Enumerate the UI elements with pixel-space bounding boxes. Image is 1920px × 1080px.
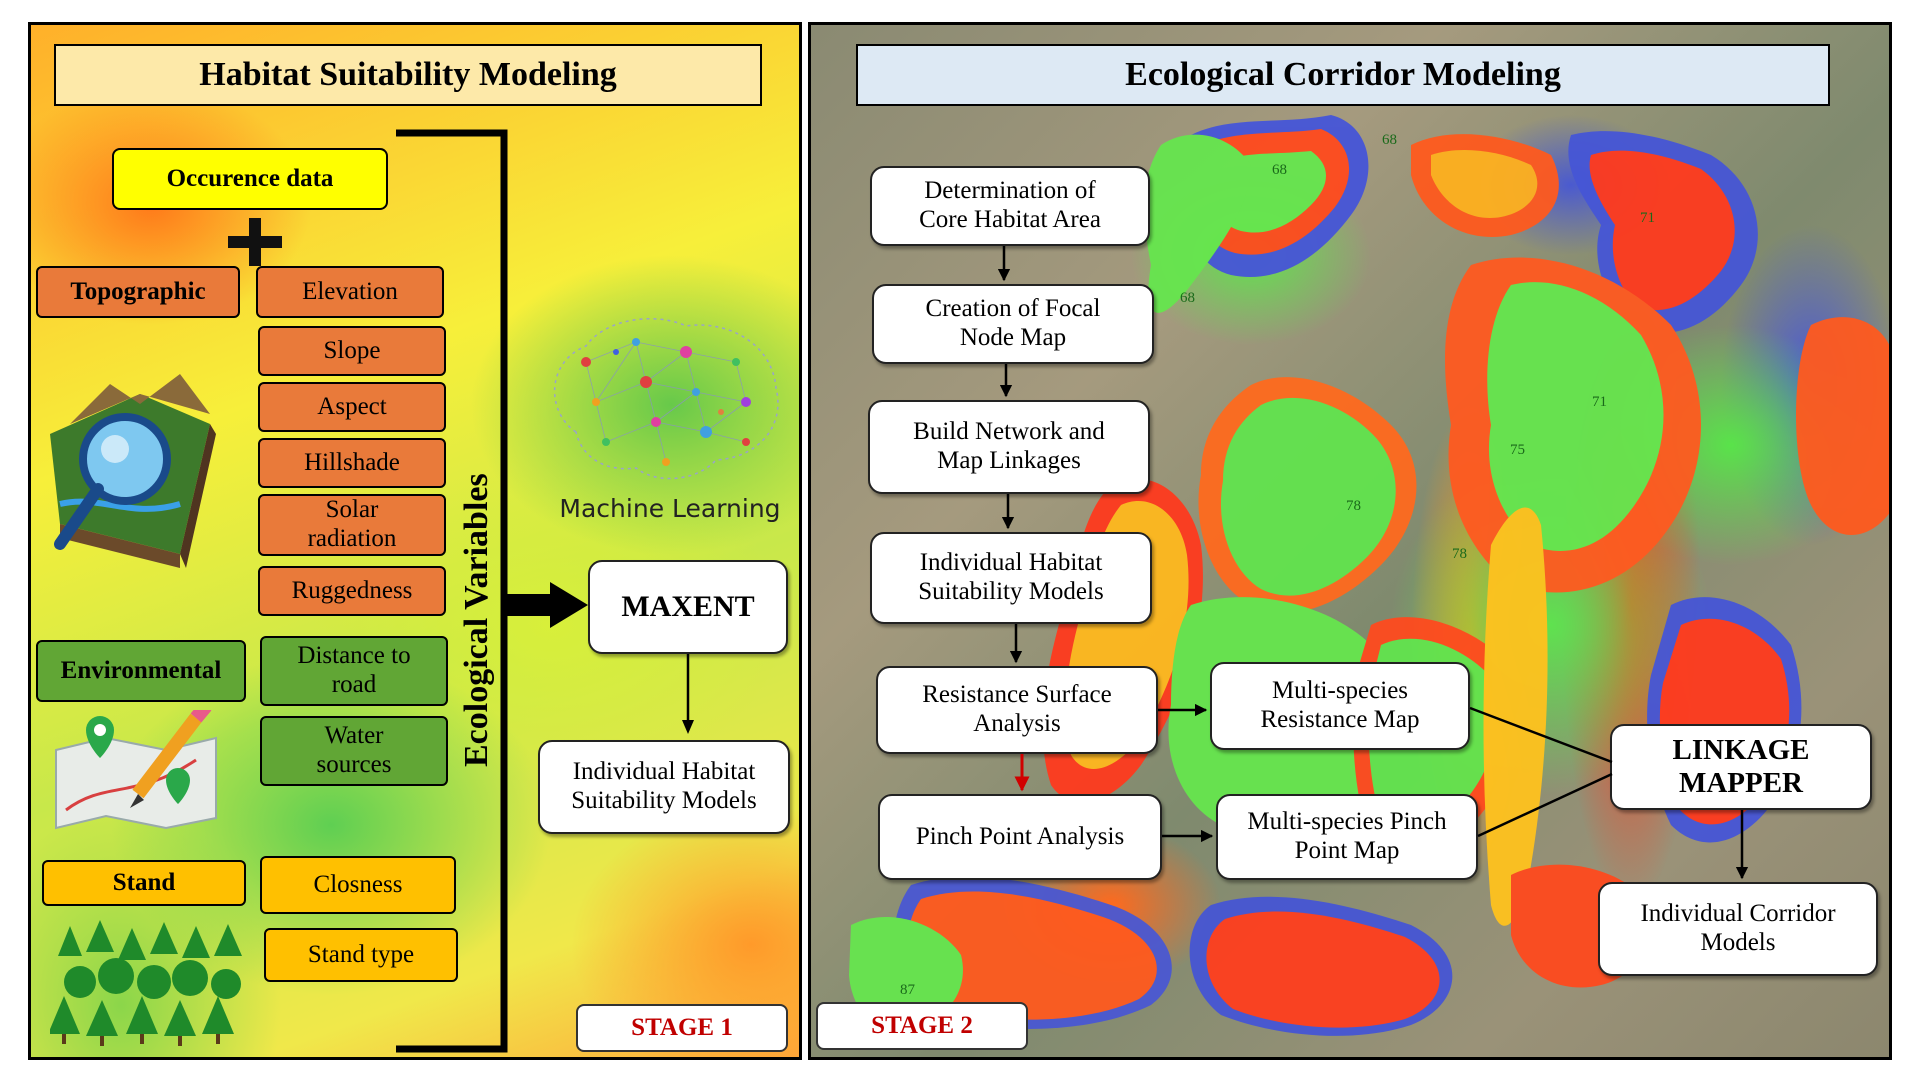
map-label: 87 (900, 982, 915, 998)
map-label: 68 (1272, 162, 1287, 178)
multi-species-pinch-point-map: Multi-species Pinch Point Map (1216, 794, 1478, 880)
map-label: 78 (1452, 546, 1467, 562)
map-label: 68 (1180, 290, 1195, 306)
stand-category: Stand (42, 860, 246, 906)
map-label: 71 (1592, 394, 1607, 410)
plus-icon (228, 218, 282, 266)
stage1-title: Habitat Suitability Modeling (54, 44, 762, 106)
solar-radiation-variable: Solar radiation (258, 494, 446, 556)
terrain-magnifier-icon (50, 374, 216, 568)
multi-species-resistance-map: Multi-species Resistance Map (1210, 662, 1470, 750)
individual-corridor-models: Individual Corridor Models (1598, 882, 1878, 976)
topographic-category: Topographic (36, 266, 240, 318)
water-sources-variable: Water sources (260, 716, 448, 786)
stage2-connectors (997, 246, 1749, 880)
hillshade-variable: Hillshade (258, 438, 446, 488)
stand-type-variable: Stand type (264, 928, 458, 982)
elevation-variable: Elevation (256, 266, 444, 318)
brain-network-icon (554, 318, 779, 480)
core-habitat-step: Determination of Core Habitat Area (870, 166, 1150, 246)
ruggedness-variable: Ruggedness (258, 566, 446, 616)
occurrence-data-box: Occurence data (112, 148, 388, 210)
forest-trees-icon (50, 920, 242, 1046)
closness-variable: Closness (260, 856, 456, 914)
map-label: 68 (1382, 132, 1397, 148)
stage2-label: STAGE 2 (816, 1002, 1028, 1050)
stage1-label: STAGE 1 (576, 1004, 788, 1052)
map-label: 78 (1346, 498, 1361, 514)
build-network-step: Build Network and Map Linkages (868, 400, 1150, 494)
aspect-variable: Aspect (258, 382, 446, 432)
stage2-title: Ecological Corridor Modeling (856, 44, 1830, 106)
distance-to-road-variable: Distance to road (260, 636, 448, 706)
arrow-maxent-to-output (682, 654, 694, 734)
ecological-variables-label: Ecological Variables (458, 473, 495, 767)
map-label: 75 (1510, 442, 1525, 458)
ecological-variables-bracket (396, 129, 508, 1053)
resistance-surface-step: Resistance Surface Analysis (876, 666, 1158, 754)
focal-node-step: Creation of Focal Node Map (872, 284, 1154, 364)
habitat-models-step: Individual Habitat Suitability Models (870, 532, 1152, 624)
slope-variable: Slope (258, 326, 446, 376)
environmental-category: Environmental (36, 640, 246, 702)
machine-learning-label: Machine Learning (559, 494, 781, 523)
pinch-point-step: Pinch Point Analysis (878, 794, 1162, 880)
linkage-mapper-box: LINKAGE MAPPER (1610, 724, 1872, 810)
individual-habitat-suitability-output: Individual Habitat Suitability Models (538, 740, 790, 834)
maxent-box: MAXENT (588, 560, 788, 654)
flow-arrow (997, 246, 1749, 880)
map-label: 71 (1640, 210, 1655, 226)
arrow-to-maxent (504, 582, 588, 628)
map-pencil-icon (55, 710, 217, 830)
